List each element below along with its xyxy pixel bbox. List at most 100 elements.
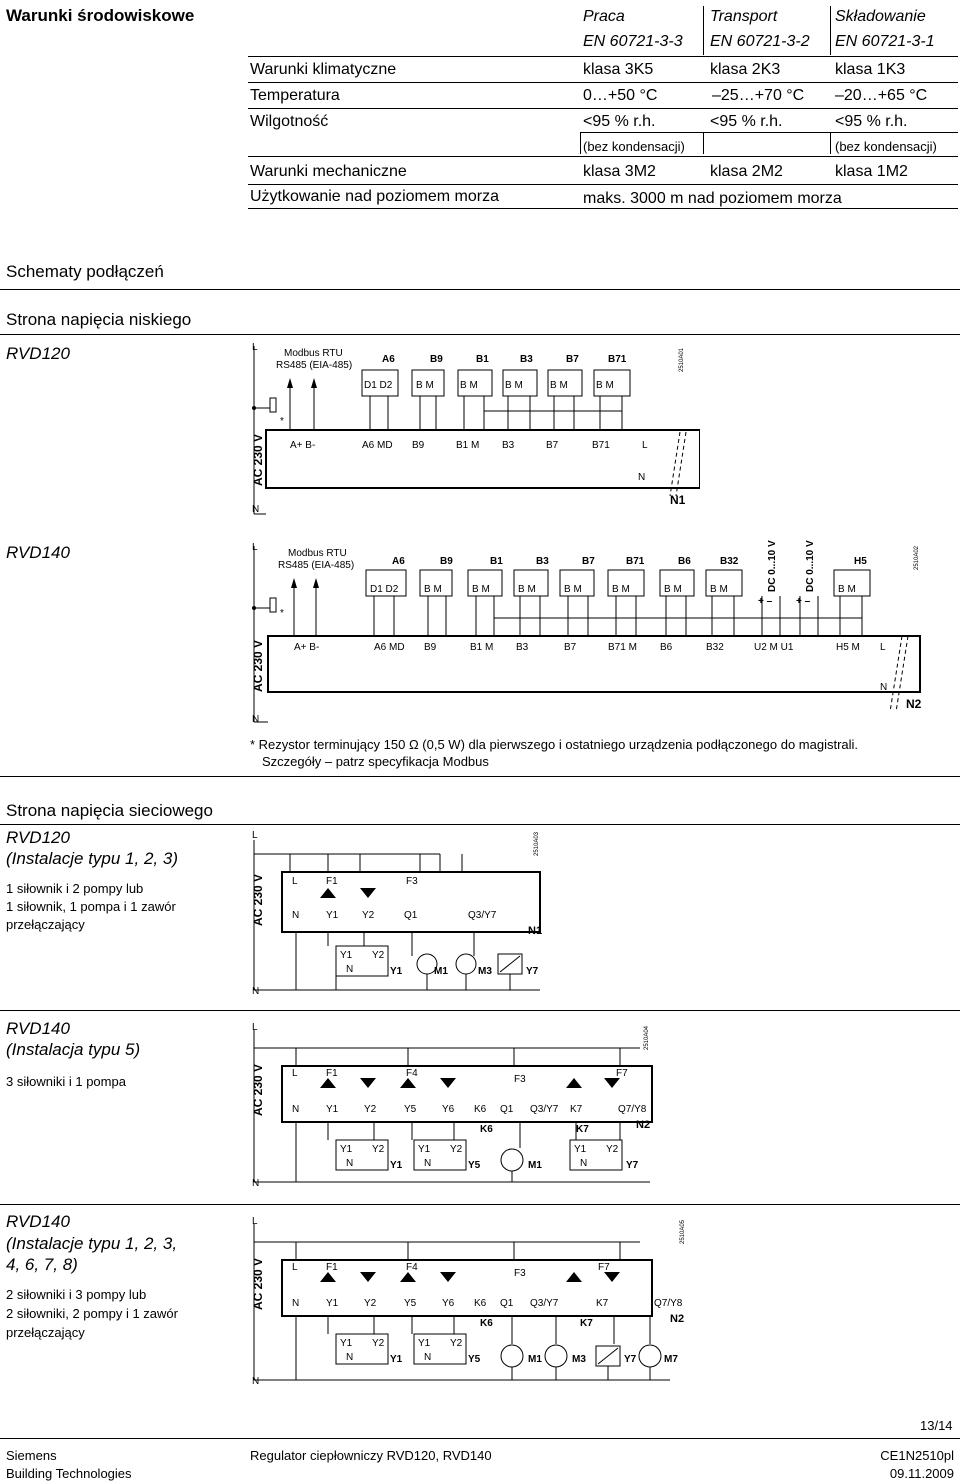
diag2-L-inner: L (880, 642, 886, 653)
svg-text:B M: B M (838, 584, 856, 595)
svg-text:Q3/Y7: Q3/Y7 (530, 1298, 559, 1309)
svg-text:B M: B M (518, 584, 536, 595)
diag2-modbus2: RS485 (EIA-485) (278, 560, 354, 571)
svg-text:B9: B9 (440, 556, 453, 567)
svg-text:B3: B3 (536, 556, 549, 567)
svg-text:A6 MD: A6 MD (374, 642, 405, 653)
m3-desc-2: 2 siłowniki, 2 pompy i 1 zawór (6, 1306, 178, 1321)
svg-text:Y1: Y1 (418, 1338, 431, 1349)
col-praca: Praca (583, 8, 625, 25)
m1-desc-1: 1 siłownik i 2 pompy lub (6, 881, 144, 896)
svg-text:B M: B M (612, 584, 630, 595)
diag1-N1: N1 (670, 493, 686, 507)
svg-text:H5 M: H5 M (836, 642, 860, 653)
svg-text:Q1: Q1 (500, 1298, 514, 1309)
svg-text:Y5: Y5 (468, 1160, 481, 1171)
diag2-N-inner: N (880, 682, 887, 693)
svg-text:Q1: Q1 (404, 910, 418, 921)
svg-text:B M: B M (596, 380, 614, 391)
diag1-modbus2: RS485 (EIA-485) (276, 360, 352, 371)
svg-text:M1: M1 (528, 1160, 542, 1171)
svg-text:F4: F4 (406, 1068, 418, 1079)
svg-text:B1 M: B1 M (470, 642, 493, 653)
svg-text:K7: K7 (570, 1104, 583, 1115)
mains-title: Strona napięcia sieciowego (6, 801, 213, 820)
m3-title3: 4, 6, 7, 8) (6, 1255, 78, 1274)
row-klimat-c1: klasa 3K5 (583, 61, 654, 78)
svg-text:B6: B6 (660, 642, 673, 653)
svg-text:Y7: Y7 (624, 1354, 637, 1365)
svg-text:B32: B32 (706, 642, 724, 653)
col-transport-std: EN 60721-3-2 (710, 33, 810, 50)
svg-text:L: L (292, 876, 298, 887)
m3-title1: RVD140 (6, 1212, 70, 1231)
m1-title2: (Instalacje typu 1, 2, 3) (6, 849, 178, 868)
col-skladowanie: Składowanie (835, 8, 926, 25)
row-alt-c1: maks. 3000 m nad poziomem morza (583, 190, 842, 207)
footer-doc-title: Regulator ciepłowniczy RVD120, RVD140 (250, 1448, 492, 1463)
svg-text:Q7/Y8: Q7/Y8 (618, 1104, 647, 1115)
svg-text:Y2: Y2 (364, 1298, 377, 1309)
m3-ac230: AC 230 V (251, 1258, 265, 1310)
svg-text:Q1: Q1 (500, 1104, 514, 1115)
svg-text:B7: B7 (546, 440, 559, 451)
page-number: 13/14 (920, 1418, 953, 1433)
svg-text:B M: B M (460, 380, 478, 391)
svg-text:F3: F3 (406, 876, 418, 887)
m1-code: 2510A03 (534, 831, 540, 856)
svg-text:M1: M1 (434, 966, 448, 977)
row-kond-c1: (bez kondensacji) (583, 139, 685, 154)
m2-desc-1: 3 siłowniki i 1 pompa (6, 1074, 126, 1089)
svg-text:K7: K7 (596, 1298, 609, 1309)
m3-desc-3: przełączający (6, 1325, 85, 1340)
m2-L: L (252, 1022, 258, 1033)
svg-text:A+ B-: A+ B- (290, 440, 315, 451)
svg-text:F1: F1 (326, 876, 338, 887)
row-klimat-c3: klasa 1K3 (835, 61, 906, 78)
svg-text:Y1: Y1 (326, 1298, 339, 1309)
svg-text:Y2: Y2 (364, 1104, 377, 1115)
row-klimat-c2: klasa 2K3 (710, 61, 781, 78)
row-temp-c1: 0…+50 °C (583, 87, 658, 104)
m3-desc-1: 2 siłowniki i 3 pompy lub (6, 1287, 147, 1302)
m2-N2: N2 (636, 1119, 650, 1131)
diag2-N2: N2 (906, 697, 922, 711)
svg-text:B6: B6 (678, 556, 691, 567)
rvd140-typ1-8-mains-diagram: L N AC 230 V 2510A05 N2 L F1 F4 F3 F7 N … (251, 1216, 686, 1386)
row-mech-c1: klasa 3M2 (583, 163, 656, 180)
row-temp-label: Temperatura (250, 87, 340, 104)
svg-text:A+ B-: A+ B- (294, 642, 319, 653)
col-praca-std: EN 60721-3-3 (583, 33, 683, 50)
svg-text:Y6: Y6 (442, 1104, 455, 1115)
svg-text:Y1: Y1 (390, 966, 403, 977)
footnote-line1: * Rezystor terminujący 150 Ω (0,5 W) dla… (250, 737, 859, 752)
row-wilg-c1: <95 % r.h. (583, 113, 656, 130)
svg-text:L: L (292, 1262, 298, 1273)
diag1-star: * (280, 416, 284, 427)
svg-text:M1: M1 (528, 1354, 542, 1365)
svg-text:Y1: Y1 (340, 1338, 353, 1349)
m1-desc-3: przełączający (6, 917, 85, 932)
svg-text:L: L (292, 1068, 298, 1079)
rvd140-low-voltage-diagram: L Modbus RTU RS485 (EIA-485) * N N L N2 … (251, 540, 922, 725)
svg-text:B M: B M (550, 380, 568, 391)
svg-text:Q3/Y7: Q3/Y7 (468, 910, 497, 921)
svg-text:Y2: Y2 (372, 1144, 385, 1155)
svg-text:N: N (292, 1298, 299, 1309)
svg-text:Y2: Y2 (606, 1144, 619, 1155)
m1-ac230: AC 230 V (251, 874, 265, 926)
row-mech-label: Warunki mechaniczne (250, 163, 407, 180)
m2-code: 2510A04 (644, 1025, 650, 1050)
svg-text:Y1: Y1 (390, 1160, 403, 1171)
svg-text:B M: B M (564, 584, 582, 595)
svg-text:N: N (346, 1158, 353, 1169)
m3-L: L (252, 1216, 258, 1227)
svg-text:Y1: Y1 (326, 910, 339, 921)
col-skladowanie-std: EN 60721-3-1 (835, 33, 935, 50)
svg-text:K6: K6 (474, 1298, 487, 1309)
svg-text:D1 D2: D1 D2 (364, 380, 393, 391)
svg-text:K7: K7 (580, 1318, 593, 1329)
svg-text:K6: K6 (474, 1104, 487, 1115)
row-temp-c3: –20…+65 °C (835, 87, 928, 104)
svg-text:B M: B M (505, 380, 523, 391)
